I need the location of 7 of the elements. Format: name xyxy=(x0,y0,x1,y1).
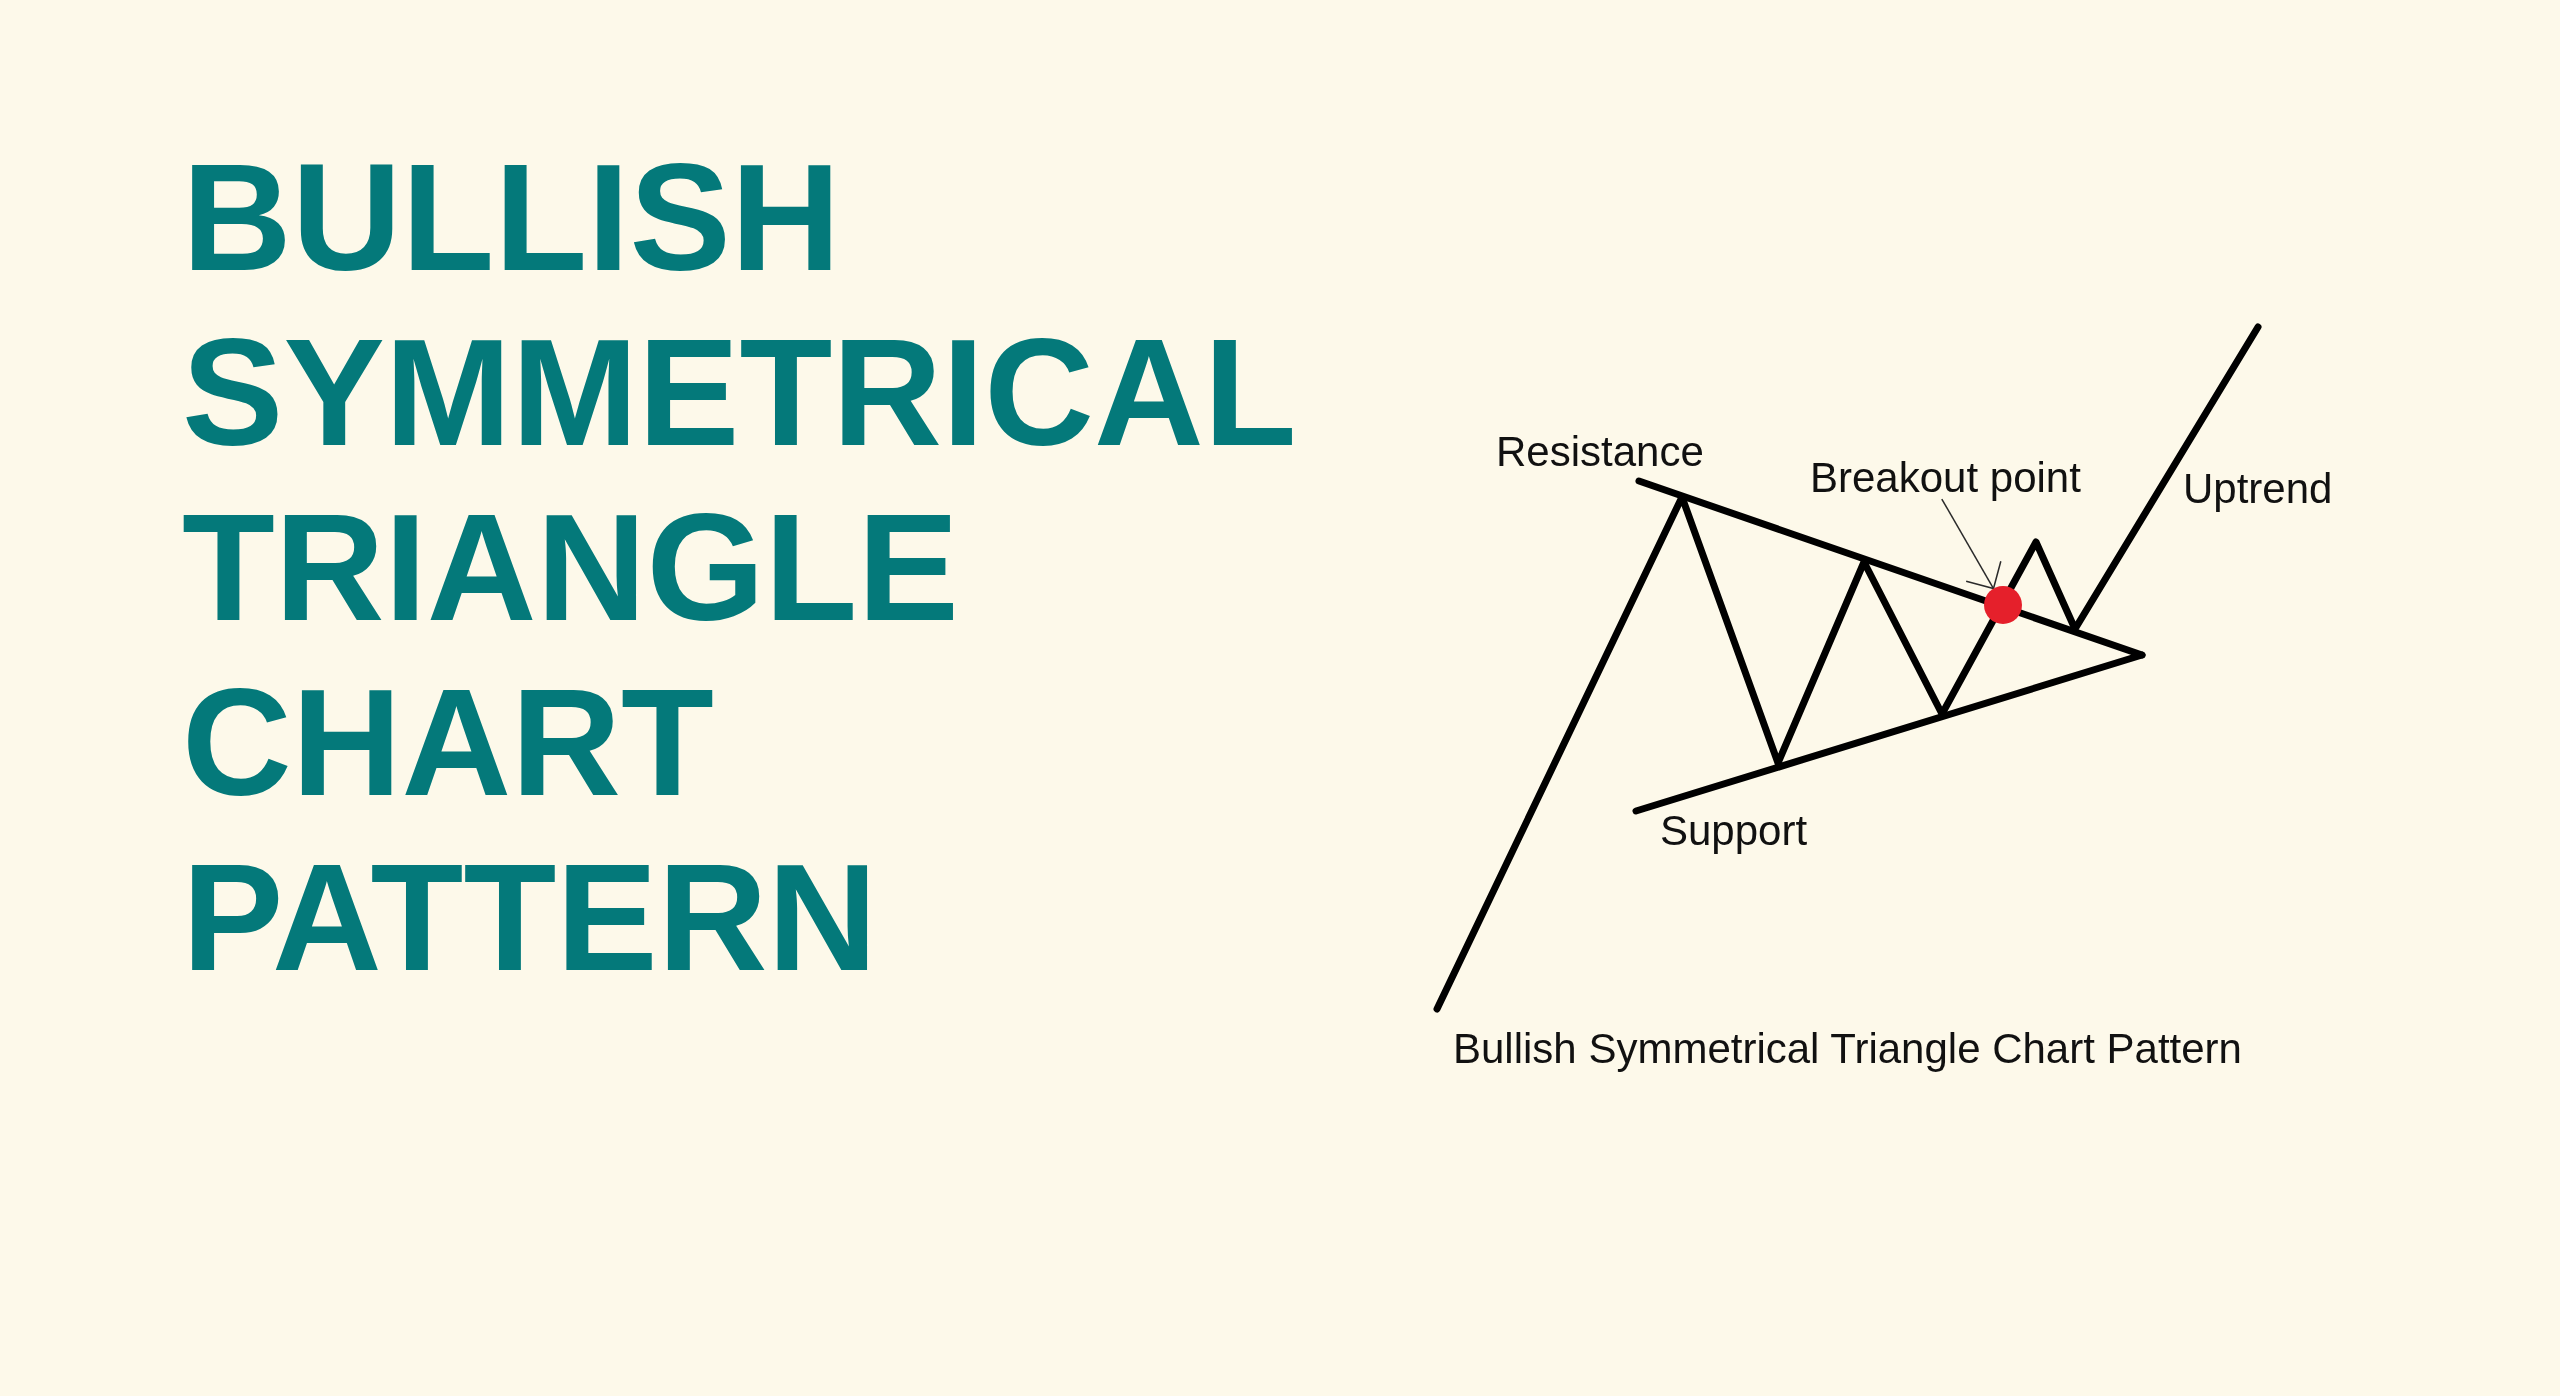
chart-caption: Bullish Symmetrical Triangle Chart Pattern xyxy=(1453,1028,2242,1070)
leader-arrow xyxy=(1941,498,2002,590)
chart-label: Uptrend xyxy=(2183,468,2333,510)
callout-label: Breakout point xyxy=(1810,457,2081,499)
chart-label: Support xyxy=(1660,810,1808,852)
chart-label: Resistance xyxy=(1496,431,1704,473)
page-title: BULLISH SYMMETRICAL TRIANGLE CHART PATTERN xyxy=(182,131,1295,1004)
